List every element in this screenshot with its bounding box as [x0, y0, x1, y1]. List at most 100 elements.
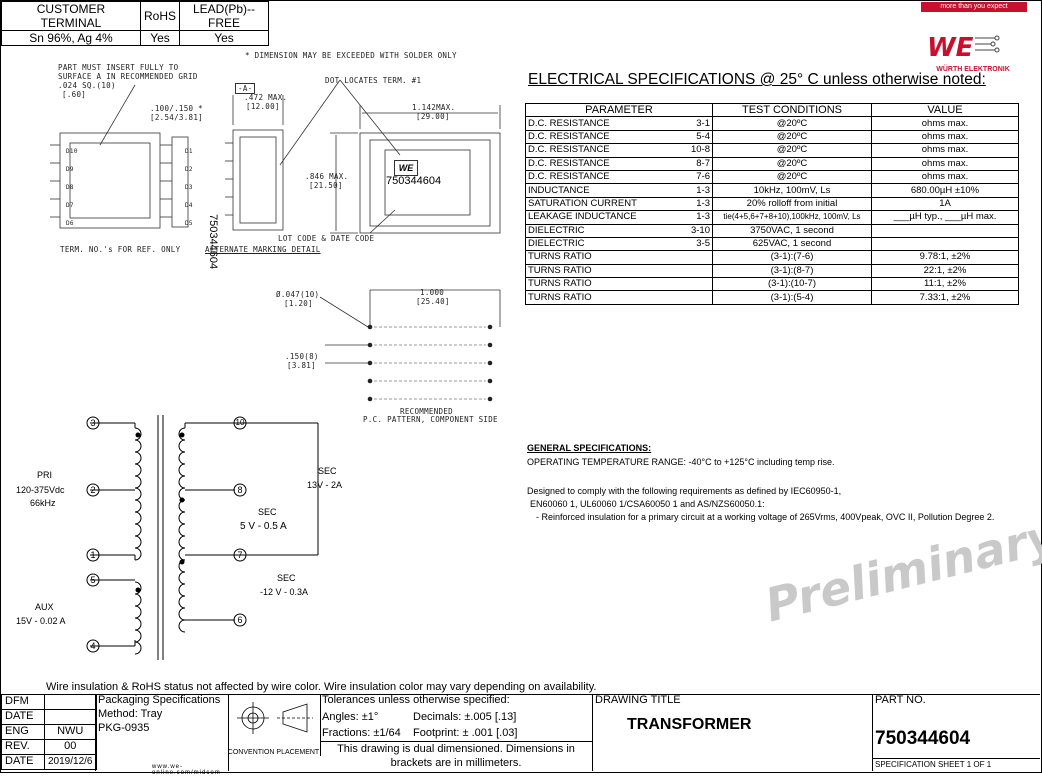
designed-line-3: - Reinforced insulation for a primary ci… [536, 512, 995, 522]
spec-row: TURNS RATIO(3-1):(7-6)9.78:1, ±2% [525, 250, 1019, 265]
schematic-diagram [86, 415, 319, 660]
eng-label: ENG [1, 724, 45, 740]
header-table: CUSTOMER TERMINAL RoHS LEAD(Pb)--FREE Sn… [1, 1, 270, 46]
recommended-2: P.C. PATTERN, COMPONENT SIDE [363, 415, 498, 424]
dual-dimension-2: brackets are in millimeters. [390, 757, 522, 769]
spec-value: 11:1, ±2% [871, 277, 1019, 292]
hole-label-2: [1.20] [284, 299, 313, 308]
spec-parameter: D.C. RESISTANCE 8-7 [525, 156, 713, 171]
spec-value: ohms max. [871, 143, 1019, 158]
spec-value [871, 236, 1019, 252]
logo-letters: WE [927, 33, 974, 63]
alt-marking-note: ALTERNATE MARKING DETAIL [205, 245, 321, 254]
footprint-tolerance: Footprint: ± .001 [.03] [413, 727, 518, 739]
designed-line-1: Designed to comply with the following re… [527, 486, 842, 496]
drawing-title-block: DRAWING TITLE TRANSFORMER [592, 694, 873, 771]
packaging-method: Method: Tray [98, 708, 163, 720]
date-value: 2019/12/6 [44, 754, 97, 770]
spec-parameter: TURNS RATIO [525, 277, 713, 292]
mark-logo-icon: WE [394, 160, 418, 176]
general-title: GENERAL SPECIFICATIONS: [527, 443, 652, 453]
date-label-2: DATE [1, 754, 45, 770]
rohs-value: Yes [139, 30, 181, 46]
drawing-title-label: DRAWING TITLE [595, 694, 681, 706]
tolerance-block: Tolerances unless otherwise specified: A… [320, 694, 593, 771]
parameter-pins: 10-8 [690, 144, 710, 156]
pin-8: 8 [237, 485, 243, 495]
operating-temp: OPERATING TEMPERATURE RANGE: -40°C to +1… [527, 457, 835, 467]
parameter-name: LEAKAGE INDUCTANCE [528, 211, 637, 223]
parameter-name: INDUCTANCE [528, 184, 590, 196]
insert-note-3: .024 SQ.(10) [58, 81, 116, 90]
spec-parameter: TURNS RATIO [525, 250, 713, 265]
spec-value: ohms max. [871, 129, 1019, 145]
we-logo-icon: WE [927, 33, 1000, 63]
pri-frequency: 66kHz [30, 498, 56, 508]
spec-condition: 3750VAC, 1 second [712, 223, 872, 238]
spec-condition: @20ºC [712, 116, 872, 131]
packaging-code: PKG-0935 [98, 722, 150, 734]
spec-condition: 20% rolloff from initial [712, 196, 872, 212]
electrical-spec-table: PARAMETER TEST CONDITIONS VALUE D.C. RES… [525, 102, 1019, 305]
spec-row: TURNS RATIO(3-1):(10-7)11:1, ±2% [525, 277, 1019, 292]
span-label-1: 1.000 [420, 288, 445, 297]
part-number-block: PART NO. 750344604 SPECIFICATION SHEET 1… [872, 694, 1040, 771]
parameter-pins: 7-6 [696, 171, 710, 183]
spec-value: ___µH typ., ___µH max. [871, 210, 1019, 225]
customer-terminal-header: CUSTOMER TERMINAL [1, 1, 141, 31]
part-marking-side: 750344604 [207, 214, 219, 270]
designed-line-2: EN60060 1, UL60060 1/CSA60050 1 and AS/N… [530, 499, 765, 509]
brand-name: WÜRTH ELEKTRONIK [936, 66, 1010, 73]
parameter-name: TURNS RATIO [528, 291, 592, 303]
pitch-label-2: [2.54/3.81] [150, 113, 203, 122]
parameter-name: SATURATION CURRENT [528, 197, 637, 209]
spec-condition: tie(4+5,6+7+8+10),100kHz, 100mV, Ls [712, 210, 872, 225]
pri-label: PRI [37, 470, 53, 480]
spec-condition: @20ºC [712, 169, 872, 185]
date-label: DATE [1, 709, 45, 725]
spec-parameter: TURNS RATIO [525, 263, 713, 279]
pin-10: 10 [235, 418, 245, 427]
width-label-2: [29.00] [416, 112, 450, 121]
rev-label: REV. [1, 739, 45, 755]
parameter-name: D.C. RESISTANCE [528, 130, 610, 142]
eng-value: NWU [44, 724, 97, 740]
insert-note-1: PART MUST INSERT FULLY TO [58, 63, 179, 72]
depth-label-2: [21.50] [309, 181, 343, 190]
sec1-rating: 13V - 2A [307, 480, 343, 490]
part-number: 750344604 [875, 728, 971, 749]
pin-2: 2 [90, 485, 96, 495]
spec-condition: (3-1):(7-6) [712, 250, 872, 265]
terminal-value: Sn 96%, Ag 4% [1, 30, 141, 46]
parameter-name: D.C. RESISTANCE [528, 157, 610, 169]
pin-3: 3 [90, 418, 96, 428]
spec-value: ohms max. [871, 116, 1019, 131]
angles-tolerance: Angles: ±1° [322, 711, 379, 723]
sec3-rating: -12 V - 0.3A [260, 587, 309, 597]
spec-condition: @20ºC [712, 143, 872, 158]
spec-condition: (3-1):(5-4) [712, 290, 872, 305]
we-logo: WE [925, 28, 1003, 66]
pin-6: 6 [237, 615, 243, 625]
row-pitch-1: .150(8) [285, 352, 319, 361]
insert-note-4: [.60] [62, 90, 87, 99]
height-label-1: .472 MAX. [244, 93, 288, 102]
pitch-label-1: .100/.150 * [150, 104, 203, 113]
parameter-pins: 8-7 [696, 157, 710, 169]
website: www.we-online.com/midcom [152, 764, 221, 776]
row-pitch-2: [3.81] [287, 361, 316, 370]
sheet-label: SPECIFICATION SHEET 1 OF 1 [875, 760, 992, 769]
